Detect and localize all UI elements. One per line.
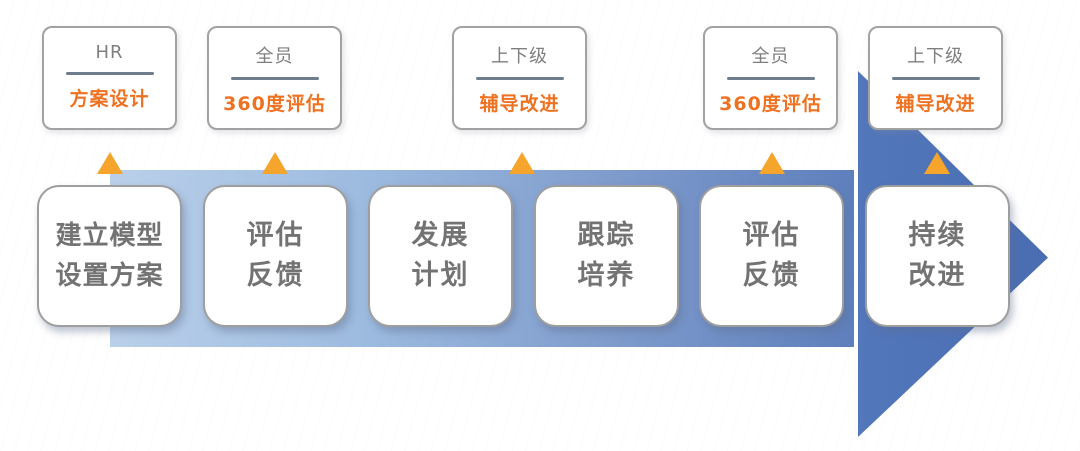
step-line2: 计划 — [411, 260, 470, 291]
callout-task: 辅导改进 — [479, 93, 560, 115]
step-line1: 发展 — [411, 220, 470, 251]
callout-divider — [891, 77, 980, 80]
callout-actor: 全员 — [751, 46, 790, 67]
callout-task: 辅导改进 — [895, 93, 976, 115]
callout-phase-coach-2: 上下级 辅导改进 — [868, 26, 1003, 130]
marker-triangle-icon — [924, 152, 950, 174]
callout-phase-assess-1: 全员 360度评估 — [207, 26, 342, 130]
callout-phase-design: HR 方案设计 — [42, 26, 177, 130]
step-line1: 评估 — [246, 220, 305, 251]
step-line1: 评估 — [742, 220, 801, 251]
callout-actor: 上下级 — [907, 46, 964, 67]
step-line2: 培养 — [577, 260, 636, 291]
callout-phase-assess-2: 全员 360度评估 — [703, 26, 838, 130]
callout-divider — [230, 77, 319, 80]
step-box-evaluate-feedback-1: 评估 反馈 — [203, 185, 348, 327]
callout-task: 方案设计 — [69, 88, 150, 110]
callout-divider — [65, 72, 154, 75]
step-line2: 改进 — [908, 260, 967, 291]
step-line2: 反馈 — [246, 260, 305, 291]
step-box-track-cultivate: 跟踪 培养 — [534, 185, 679, 327]
callout-phase-coach-1: 上下级 辅导改进 — [452, 26, 587, 130]
callout-task: 360度评估 — [223, 93, 326, 115]
step-box-development-plan: 发展 计划 — [368, 185, 513, 327]
marker-triangle-icon — [262, 152, 288, 174]
step-line2: 反馈 — [742, 260, 801, 291]
step-line1: 持续 — [908, 220, 967, 251]
step-line1: 跟踪 — [577, 220, 636, 251]
step-line2: 设置方案 — [55, 261, 164, 291]
callout-actor: HR — [95, 42, 124, 63]
step-line1: 建立模型 — [55, 221, 164, 251]
step-box-evaluate-feedback-2: 评估 反馈 — [699, 185, 844, 327]
step-box-build-model: 建立模型 设置方案 — [37, 185, 182, 327]
callout-divider — [475, 77, 564, 80]
callout-actor: 上下级 — [491, 46, 548, 67]
callout-divider — [726, 77, 815, 80]
marker-triangle-icon — [509, 152, 535, 174]
callout-actor: 全员 — [255, 46, 294, 67]
callout-task: 360度评估 — [719, 93, 822, 115]
marker-triangle-icon — [759, 152, 785, 174]
marker-triangle-icon — [97, 152, 123, 174]
step-box-continuous-improve: 持续 改进 — [865, 185, 1010, 327]
